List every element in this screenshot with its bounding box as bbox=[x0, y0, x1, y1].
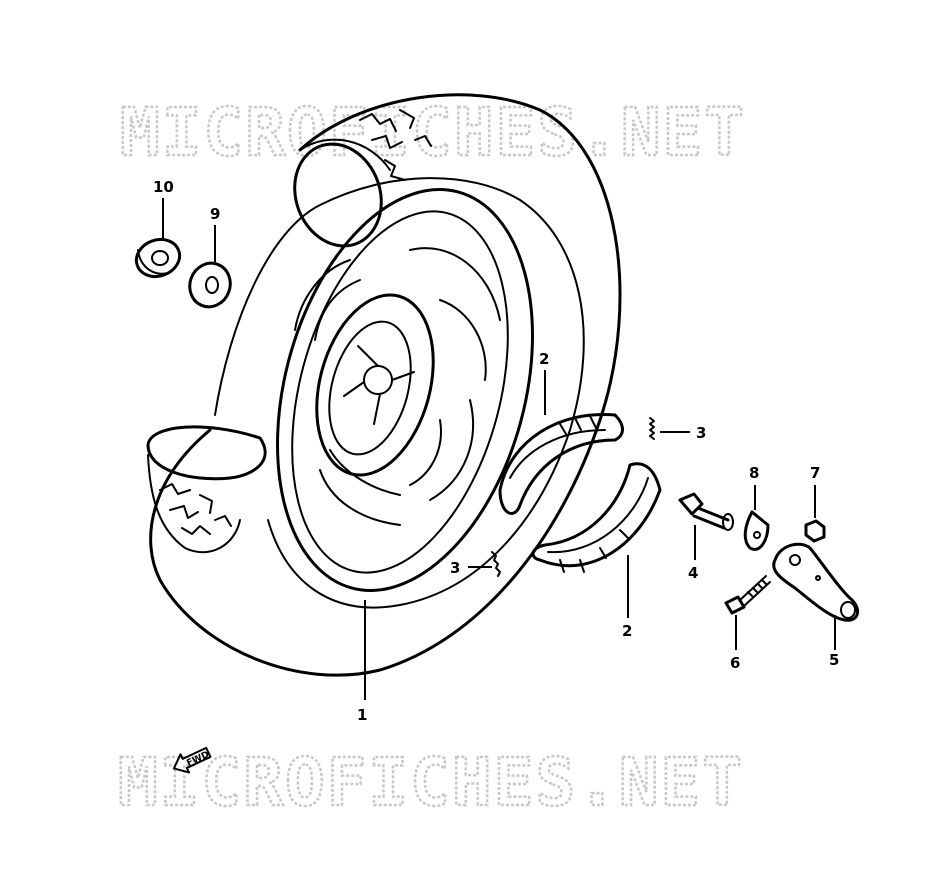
callout-8: 8 bbox=[749, 464, 759, 482]
washer-icon[interactable] bbox=[184, 225, 237, 313]
spring-icon[interactable] bbox=[649, 417, 690, 440]
camshaft-icon[interactable] bbox=[678, 492, 734, 560]
cam-lever-icon[interactable] bbox=[772, 542, 860, 650]
bolt-icon[interactable] bbox=[724, 575, 771, 650]
callout-2-top: 2 bbox=[539, 350, 549, 368]
callout-3-top: 3 bbox=[696, 424, 706, 442]
callout-3-bottom: 3 bbox=[450, 559, 460, 577]
callout-6: 6 bbox=[730, 654, 740, 672]
callout-10: 10 bbox=[153, 178, 174, 196]
watermark-bottom: MICROFICHES.NET bbox=[118, 744, 744, 821]
callout-5: 5 bbox=[829, 651, 839, 669]
callout-7: 7 bbox=[810, 464, 820, 482]
callout-4: 4 bbox=[688, 564, 698, 582]
callout-9: 9 bbox=[210, 205, 220, 223]
nut-icon[interactable] bbox=[804, 485, 826, 543]
callout-2-bottom: 2 bbox=[622, 622, 632, 640]
callout-1: 1 bbox=[357, 706, 367, 724]
spring-icon-lower[interactable] bbox=[468, 551, 501, 577]
axle-nut-icon[interactable] bbox=[131, 198, 185, 282]
brake-shoe-icon[interactable] bbox=[498, 370, 662, 618]
indicator-plate-icon[interactable] bbox=[743, 485, 770, 551]
watermark-top: MICROFICHES.NET bbox=[120, 94, 746, 171]
rear-wheel-icon[interactable] bbox=[146, 93, 622, 700]
